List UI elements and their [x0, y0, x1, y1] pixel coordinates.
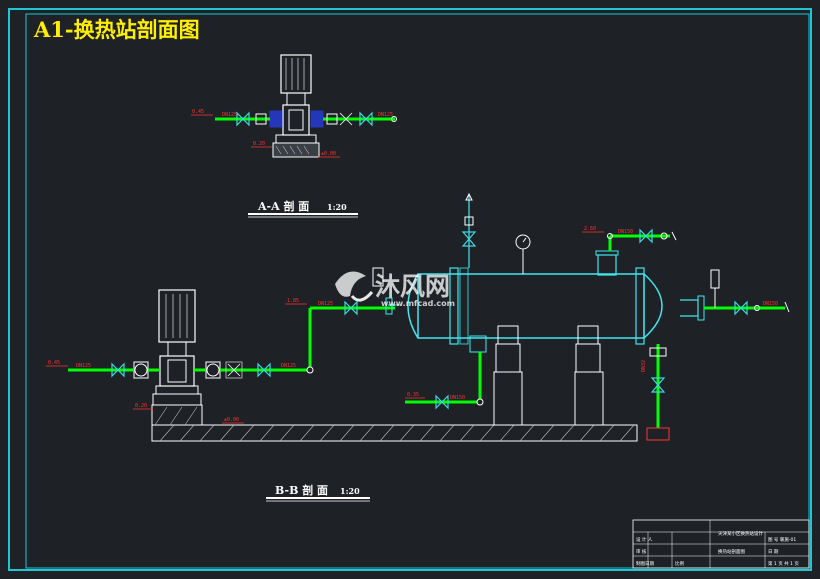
drawing-title: A1-换热站剖面图 — [33, 17, 200, 42]
svg-text:换热站剖面图: 换热站剖面图 — [718, 548, 745, 555]
svg-text:图 号 暖施-01: 图 号 暖施-01 — [768, 536, 796, 543]
aa-pump-motor — [280, 54, 312, 94]
svg-text:DN125: DN125 — [281, 363, 296, 369]
svg-text:0.20: 0.20 — [135, 403, 147, 409]
bb-section-label: B-B 剖 面 — [275, 483, 328, 497]
bb-check-valve — [227, 363, 241, 377]
svg-text:0.35: 0.35 — [407, 392, 419, 398]
aa-flange-right — [310, 110, 324, 128]
support-pier-right — [574, 371, 604, 426]
aa-pump-base — [272, 142, 320, 158]
bb-pump-motor — [158, 289, 196, 343]
svg-text:日 期: 日 期 — [768, 549, 779, 555]
drain-sump — [646, 427, 670, 441]
bb-section: 0.45 DN125 DN125 0.20 ±0.00 1.85 DN125 2… — [46, 192, 790, 502]
svg-text:DN125: DN125 — [222, 112, 237, 118]
svg-text:第 1 页 共 1 页: 第 1 页 共 1 页 — [768, 560, 799, 567]
svg-text:±0.00: ±0.00 — [224, 417, 239, 423]
bb-valve-outlet — [257, 362, 271, 378]
watermark-logo-icon — [335, 271, 374, 302]
svg-text:2.60: 2.60 — [584, 226, 596, 232]
support-pier-left — [493, 371, 523, 426]
bb-floor-slab — [151, 424, 638, 442]
title-block: 天津某小区换热站设计 换热站剖面图 设 计 人 审 核 制图日期 比例 图 号 … — [632, 519, 810, 569]
svg-text:0.45: 0.45 — [192, 109, 204, 115]
svg-text:DN150: DN150 — [450, 395, 465, 401]
svg-text:0.20: 0.20 — [253, 141, 265, 147]
svg-text:±0.00: ±0.00 — [321, 151, 336, 157]
svg-text:天津某小区换热站设计: 天津某小区换热站设计 — [718, 530, 763, 537]
vent-valve — [461, 231, 477, 247]
bb-valve-inlet — [111, 362, 125, 378]
aa-flange-left — [269, 110, 283, 128]
svg-text:DN125: DN125 — [378, 112, 393, 118]
aa-valve-right — [359, 111, 373, 127]
bb-valve-riser — [344, 300, 358, 316]
svg-text:制图日期: 制图日期 — [636, 560, 654, 567]
outer-frame — [8, 8, 812, 571]
svg-text:DN125: DN125 — [318, 301, 333, 307]
svg-text:设 计 人: 设 计 人 — [636, 536, 653, 543]
watermark-url: www.mfcad.com — [381, 299, 455, 308]
aa-section-label: A-A 剖 面 — [257, 199, 309, 213]
watermark-brand: 沐风网 — [375, 272, 450, 301]
svg-text:DN125: DN125 — [76, 363, 91, 369]
heat-exchanger — [372, 234, 705, 426]
inner-frame — [25, 13, 810, 569]
svg-text:审 核: 审 核 — [636, 548, 647, 555]
watermark: 沐风网 www.mfcad.com — [335, 271, 455, 308]
svg-text:DN150: DN150 — [618, 229, 633, 235]
svg-text:比例: 比例 — [675, 560, 684, 567]
svg-text:1.85: 1.85 — [287, 298, 299, 304]
svg-text:1:20: 1:20 — [327, 202, 347, 212]
aa-valve-left — [236, 111, 250, 127]
aa-check-valve — [339, 112, 353, 126]
svg-text:0.45: 0.45 — [48, 360, 60, 366]
svg-text:DN150: DN150 — [763, 301, 778, 307]
svg-text:1:20: 1:20 — [340, 486, 360, 496]
aa-section: 0.45 DN125 DN125 0.20 ±0.00 A-A 剖 面 1:20 — [191, 54, 397, 218]
svg-text:DN32: DN32 — [641, 360, 647, 372]
